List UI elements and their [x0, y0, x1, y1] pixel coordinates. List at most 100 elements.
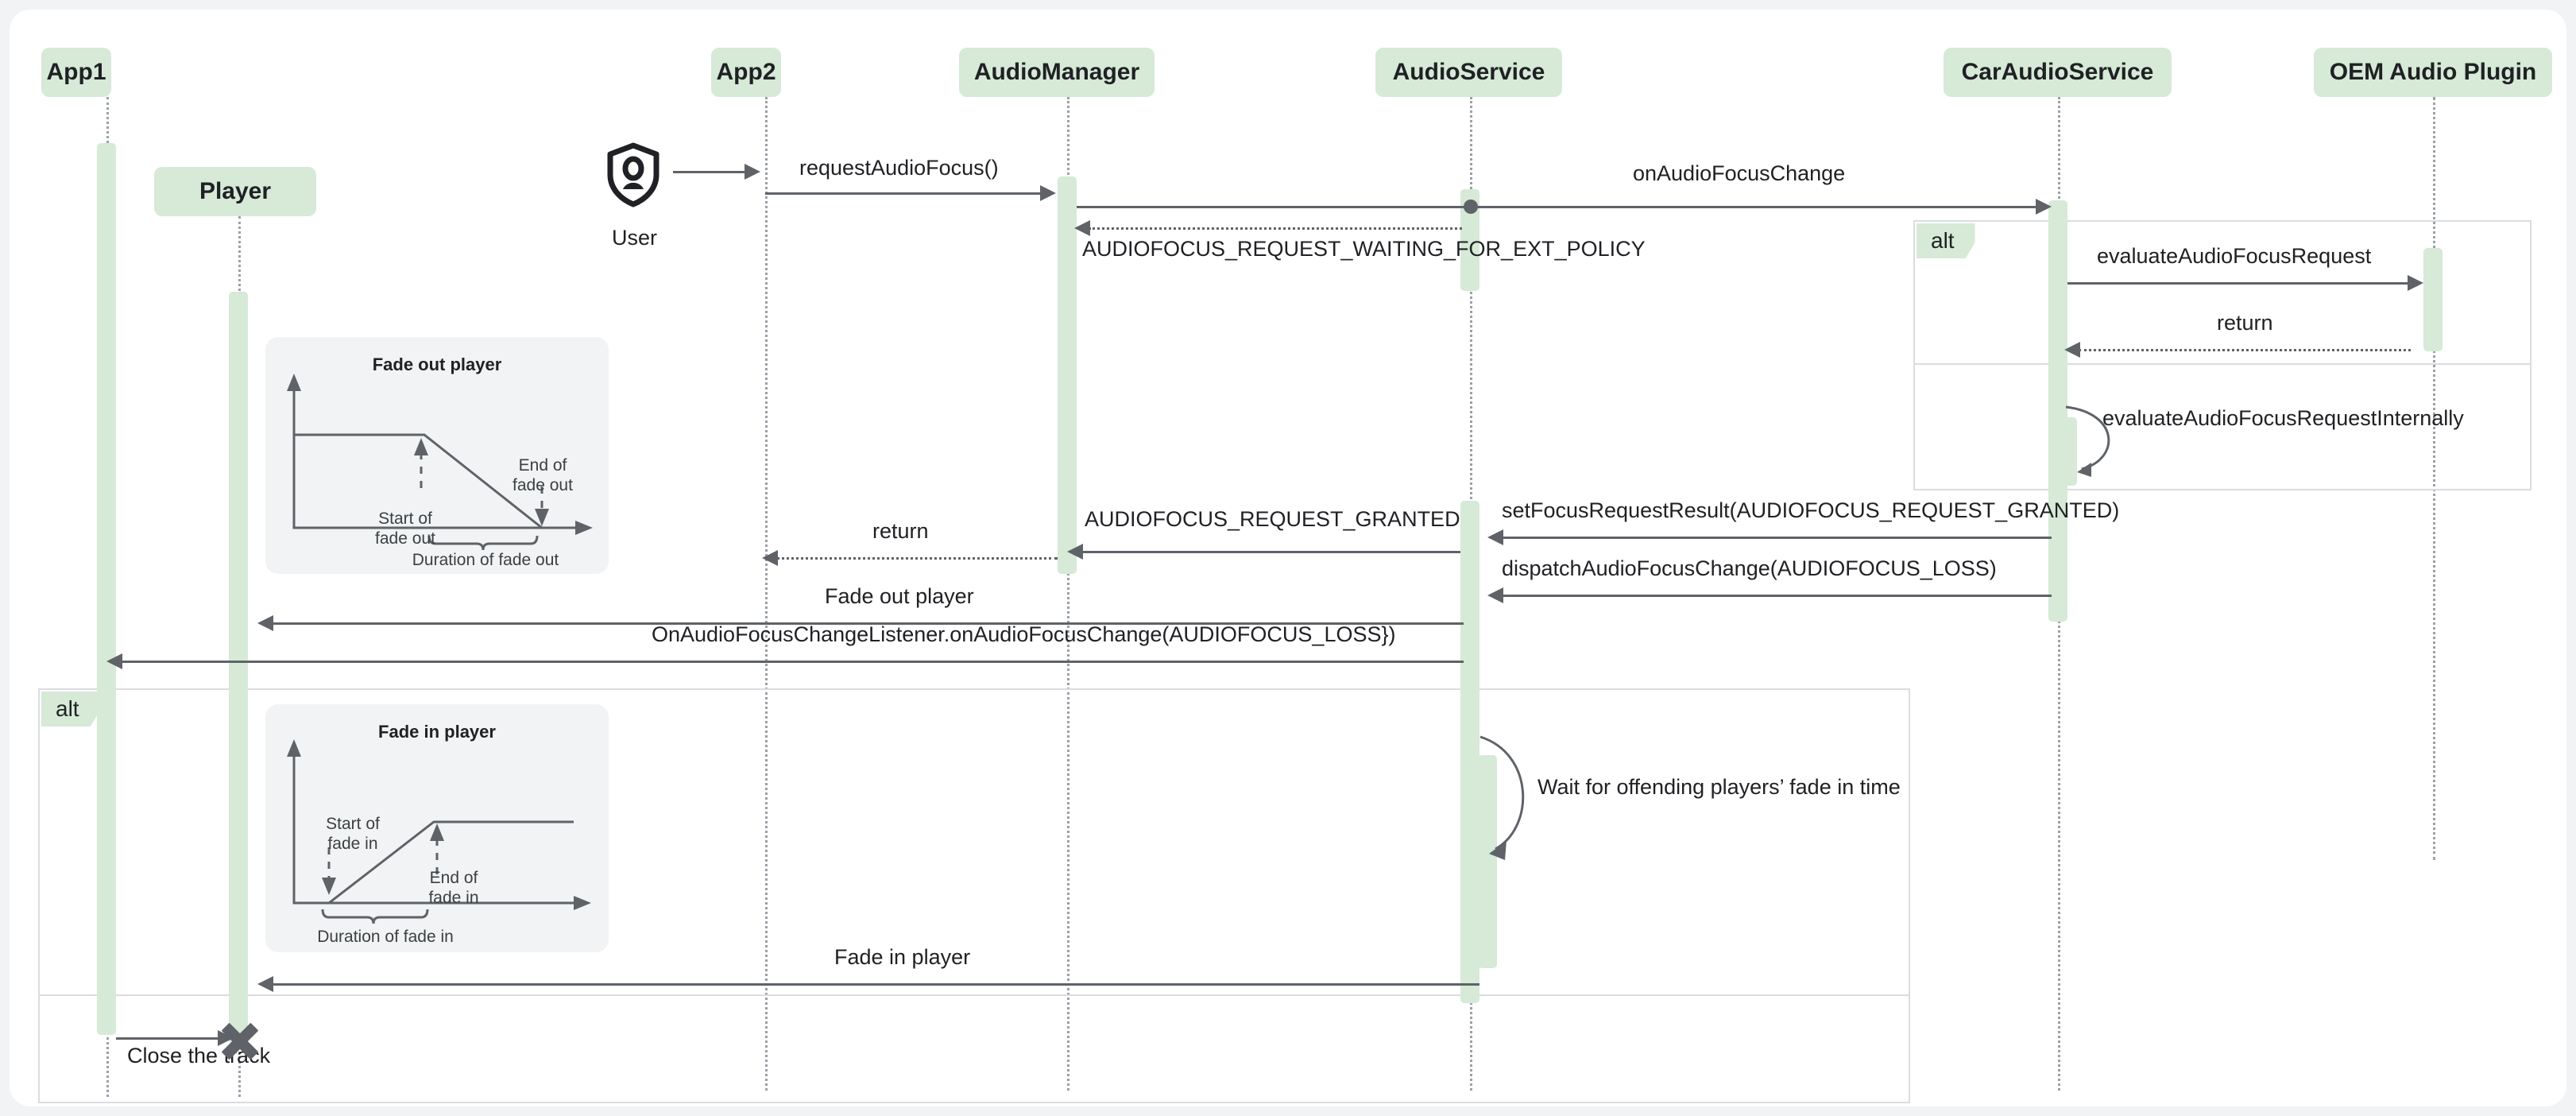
label-text: Fade out player: [825, 584, 974, 608]
activation-player: [229, 292, 248, 1044]
note-label-duration-fade-out: Duration of fade out: [388, 550, 583, 571]
message-label-fade-out-player: Fade out player: [825, 583, 974, 610]
label-text: Fade in player: [834, 945, 971, 969]
user-label: User: [612, 226, 657, 250]
note-title: Fade out player: [265, 355, 609, 375]
activation-caraudioservice: [2048, 200, 2067, 622]
message-waiting-for-ext-policy-arrow: [1074, 220, 1090, 236]
message-user-to-app2-line: [673, 171, 746, 173]
note-fade-in-player: Fade in player Start of fade in End of f…: [265, 704, 609, 952]
label-text: OnAudioFocusChangeListener.onAudioFocusC…: [652, 622, 1396, 646]
participant-label: OEM Audio Plugin: [2329, 59, 2537, 85]
message-onAudioFocusChangeListener-arrow: [106, 653, 122, 669]
note-label-text: Start of fade out: [375, 509, 435, 548]
message-return-oem-arrow: [2064, 342, 2080, 358]
note-title-text: Fade out player: [372, 355, 502, 374]
message-label-return-oem: return: [2217, 310, 2273, 337]
message-evaluateAudioFocusRequest-line: [2067, 282, 2409, 285]
destroy-x-icon: [219, 1021, 261, 1062]
note-label-end-fade-out: End of fade out: [485, 435, 601, 496]
message-requestAudioFocus-line: [765, 192, 1042, 195]
message-origin-dot: [1464, 200, 1478, 214]
participant-label: AudioService: [1392, 59, 1545, 85]
participant-app2[interactable]: App2: [711, 48, 781, 97]
participant-label: App1: [46, 59, 106, 85]
label-text: AUDIOFOCUS_REQUEST_WAITING_FOR_EXT_POLIC…: [1082, 237, 1646, 261]
message-label-return-audiomanager: return: [872, 518, 929, 545]
activation-audiomanager: [1058, 176, 1077, 574]
activation-audioservice-4: [1478, 755, 1497, 968]
message-fade-out-player-line: [272, 622, 1464, 625]
note-label-text: Duration of fade out: [412, 551, 559, 569]
fragment-divider: [1915, 363, 2530, 365]
message-label-fade-in-player: Fade in player: [834, 944, 970, 971]
participant-label: App2: [716, 59, 776, 85]
message-label-audiofocus-request-granted: AUDIOFOCUS_REQUEST_GRANTED: [1085, 506, 1460, 533]
participant-caraudioservice[interactable]: CarAudioService: [1944, 48, 2172, 97]
activation-app1: [97, 143, 116, 1035]
label-text: setFocusRequestResult(AUDIOFOCUS_REQUEST…: [1502, 498, 2120, 522]
message-label-setFocusRequestResult: setFocusRequestResult(AUDIOFOCUS_REQUEST…: [1502, 498, 2119, 525]
message-label-requestAudioFocus: requestAudioFocus(): [799, 155, 999, 182]
message-label-onAudioFocusChange: onAudioFocusChange: [1633, 161, 1845, 188]
label-text: dispatchAudioFocusChange(AUDIOFOCUS_LOSS…: [1502, 556, 1997, 580]
message-return-oem-line: [2079, 349, 2411, 351]
activation-caraudioservice-self: [2058, 417, 2077, 486]
message-audiofocus-request-granted-line: [1081, 551, 1460, 553]
label-text: onAudioFocusChange: [1633, 161, 1846, 185]
diagram-sheet: App1 Player App2 AudioManager AudioServi…: [10, 10, 2566, 1106]
participant-oemplugin[interactable]: OEM Audio Plugin: [2314, 48, 2552, 97]
label-text: return: [872, 519, 929, 543]
message-evaluateAudioFocusRequest-arrow: [2408, 275, 2423, 291]
note-label-duration-fade-in: Duration of fade in: [288, 927, 483, 947]
participant-label: Player: [199, 178, 272, 204]
fragment-alt-bottom: [38, 688, 1910, 1103]
message-onAudioFocusChange-line: [1077, 206, 2037, 208]
activation-audioservice-3: [1460, 558, 1479, 1003]
label-text: requestAudioFocus(): [799, 156, 999, 180]
message-close-the-track-line: [116, 1037, 219, 1040]
fragment-alt-right: [1913, 220, 2532, 490]
alt-text: alt: [56, 696, 79, 721]
fragment-alt-right-label: alt: [1917, 223, 1975, 258]
message-requestAudioFocus-arrow: [1040, 185, 1056, 201]
alt-text: alt: [1931, 228, 1955, 253]
message-label-waiting-for-ext-policy: AUDIOFOCUS_REQUEST_WAITING_FOR_EXT_POLIC…: [1082, 236, 1646, 263]
note-label-end-fade-in: End of fade in: [396, 847, 512, 909]
fragment-divider: [40, 994, 1909, 996]
message-dispatchAudioFocusChange-line: [1502, 595, 2052, 597]
lifeline-audiomanager: [1067, 97, 1069, 1091]
label-text: evaluateAudioFocusRequest: [2097, 244, 2372, 268]
message-label-evaluateAudioFocusRequestInternally: evaluateAudioFocusRequestInternally: [2102, 405, 2464, 432]
fragment-alt-bottom-label: alt: [41, 692, 100, 727]
label-text: Wait for offending players’ fade in time: [1537, 775, 1901, 799]
message-fade-out-player-arrow: [257, 615, 273, 631]
note-label-start-fade-in: Start of fade in: [292, 793, 413, 854]
message-setFocusRequestResult-arrow: [1487, 529, 1503, 545]
label-text: Close the track: [127, 1044, 271, 1068]
label-text: evaluateAudioFocusRequestInternally: [2102, 406, 2464, 430]
label-text: AUDIOFOCUS_REQUEST_GRANTED: [1085, 507, 1460, 531]
message-waiting-for-ext-policy-line: [1089, 227, 1462, 230]
participant-audiomanager[interactable]: AudioManager: [959, 48, 1155, 97]
note-label-start-fade-out: Start of fade out: [342, 488, 469, 549]
message-dispatchAudioFocusChange-arrow: [1487, 587, 1503, 603]
message-return-audiomanager-arrow: [762, 550, 778, 566]
note-fade-out-player: Fade out player Start of fade out End of…: [265, 337, 609, 574]
activation-oemplugin: [2423, 248, 2443, 351]
message-label-wait-fade-in-time: Wait for offending players’ fade in time: [1537, 774, 1901, 801]
note-label-text: Duration of fade in: [317, 928, 454, 946]
note-title-text: Fade in player: [378, 722, 496, 742]
participant-audioservice[interactable]: AudioService: [1375, 48, 1562, 97]
message-label-close-the-track: Close the track: [127, 1043, 270, 1070]
participant-player[interactable]: Player: [154, 167, 316, 216]
message-setFocusRequestResult-line: [1502, 537, 2052, 539]
message-label-onAudioFocusChangeListener: OnAudioFocusChangeListener.onAudioFocusC…: [652, 622, 1396, 649]
message-onAudioFocusChangeListener-line: [121, 661, 1464, 663]
message-label-evaluateAudioFocusRequest: evaluateAudioFocusRequest: [2097, 243, 2371, 270]
message-fade-in-player-arrow: [257, 976, 273, 992]
message-fade-in-player-line: [272, 983, 1479, 986]
label-text: return: [2217, 311, 2273, 335]
participant-app1[interactable]: App1: [41, 48, 111, 97]
